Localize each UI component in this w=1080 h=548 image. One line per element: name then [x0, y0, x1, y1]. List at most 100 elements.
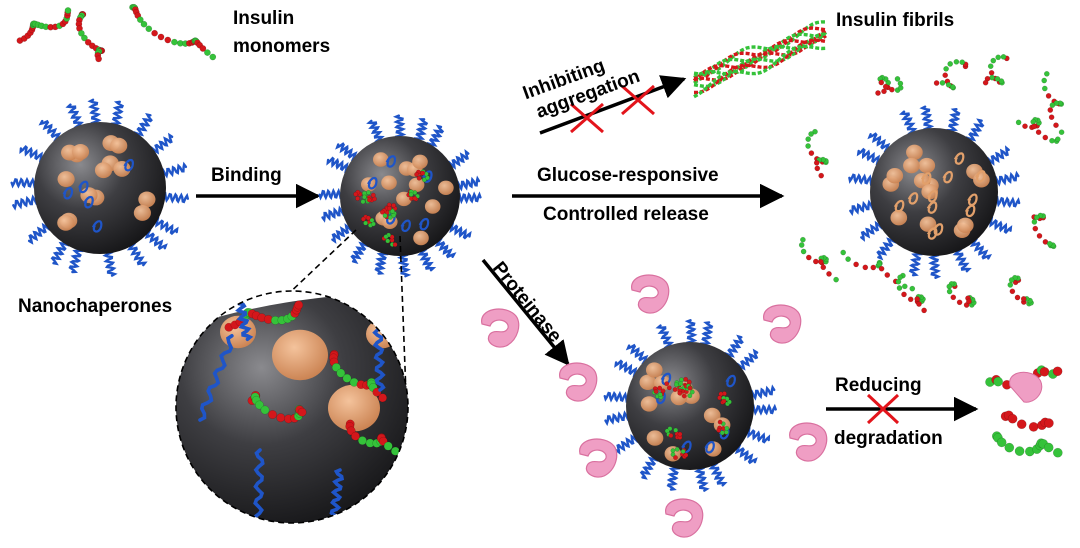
residue-bead	[800, 248, 807, 255]
residue-bead	[389, 234, 395, 240]
polymer-coil	[234, 298, 254, 342]
surface-coil	[932, 223, 944, 236]
zoom-circle-outline	[175, 290, 409, 524]
fibril-strand	[693, 20, 827, 77]
surface-coil	[385, 212, 396, 225]
residue-bead	[878, 265, 885, 272]
residue-bead	[387, 205, 392, 211]
residue-bead	[840, 249, 847, 256]
fibril-strand	[693, 44, 827, 99]
residue-bead	[798, 242, 805, 248]
binding-patch	[890, 210, 908, 226]
insulin-loaded-nanochaperone	[318, 114, 482, 278]
residue-bead	[724, 425, 730, 431]
residue-bead	[357, 436, 367, 446]
residue-bead	[689, 389, 695, 395]
block-cross-icon	[570, 84, 655, 134]
binding-patch	[113, 160, 131, 177]
residue-bead	[946, 288, 953, 295]
residue-bead	[657, 385, 663, 391]
residue-bead	[826, 271, 832, 277]
released-insulin-chains	[798, 53, 1065, 314]
residue-bead	[370, 192, 376, 198]
proteinase-icon	[763, 304, 802, 344]
polymer-coil	[253, 448, 265, 523]
residue-bead	[331, 362, 341, 372]
residue-bead	[1046, 240, 1053, 247]
residue-bead	[833, 276, 839, 283]
surface-coil	[920, 172, 932, 185]
inhibiting-arrow	[539, 75, 687, 135]
binding-patch	[328, 384, 380, 432]
surface-coil	[123, 158, 134, 172]
reducing-label: Reducing	[835, 375, 922, 396]
nanochaperone-particle	[10, 98, 189, 277]
residue-bead	[870, 264, 877, 271]
residue-bead	[379, 209, 385, 215]
residue-bead	[1043, 442, 1054, 453]
proteinase-icon	[1009, 371, 1043, 403]
particle-core	[34, 122, 166, 254]
residue-bead	[901, 291, 907, 298]
residue-bead	[84, 38, 92, 46]
degradation-label: degradation	[834, 428, 943, 449]
residue-bead	[673, 427, 679, 433]
surface-coil	[975, 170, 986, 183]
residue-bead	[382, 213, 388, 219]
residue-bead	[1020, 296, 1027, 302]
residue-bead	[862, 264, 869, 271]
residue-bead	[390, 446, 400, 456]
residue-bead	[353, 191, 359, 197]
residue-bead	[716, 427, 722, 433]
residue-bead	[907, 296, 914, 303]
residue-bead	[1022, 123, 1028, 130]
residue-bead	[813, 159, 820, 166]
residue-bead	[721, 398, 727, 404]
surface-coil	[907, 192, 919, 205]
residue-bead	[414, 171, 420, 177]
residue-bead	[81, 34, 88, 42]
residue-bead	[1032, 225, 1039, 232]
residue-bead	[1049, 102, 1056, 108]
residue-bead	[204, 49, 211, 56]
residue-bead	[882, 83, 889, 90]
residue-bead	[378, 393, 388, 403]
degradation-cross-icon	[866, 393, 900, 425]
residue-bead	[360, 199, 366, 205]
binding-patch	[973, 172, 990, 188]
surface-coil	[78, 180, 89, 194]
residue-bead	[939, 80, 946, 86]
residue-bead	[392, 242, 398, 248]
surface-coil	[704, 440, 715, 454]
binding-patch	[640, 396, 658, 412]
residue-bead	[989, 74, 995, 81]
binding-patch	[133, 204, 151, 221]
residue-bead	[719, 430, 725, 436]
residue-bead	[812, 258, 819, 265]
residue-bead	[385, 238, 391, 244]
surface-coil	[926, 201, 938, 214]
binding-patch	[903, 157, 920, 174]
insulin-monomers-label-2: monomers	[233, 36, 330, 57]
residue-bead	[383, 234, 389, 240]
residue-bead	[666, 385, 672, 391]
residue-bead	[1033, 214, 1040, 221]
residue-bead	[933, 80, 940, 86]
surface-coil	[926, 227, 938, 240]
binding-patch	[645, 362, 663, 378]
surface-coil	[927, 190, 938, 203]
residue-bead	[674, 446, 680, 452]
residue-bead	[1048, 114, 1055, 121]
residue-bead	[987, 63, 994, 70]
residue-bead	[420, 170, 426, 176]
residue-bead	[136, 16, 144, 24]
residue-bead	[199, 45, 207, 52]
glucose-responsive-label: Glucose-responsive	[537, 165, 719, 186]
residue-bead	[294, 300, 304, 310]
residue-bead	[1031, 219, 1038, 225]
residue-bead	[260, 405, 270, 415]
residue-bead	[672, 387, 678, 393]
residue-bead	[943, 65, 949, 72]
residue-bead	[297, 407, 307, 417]
